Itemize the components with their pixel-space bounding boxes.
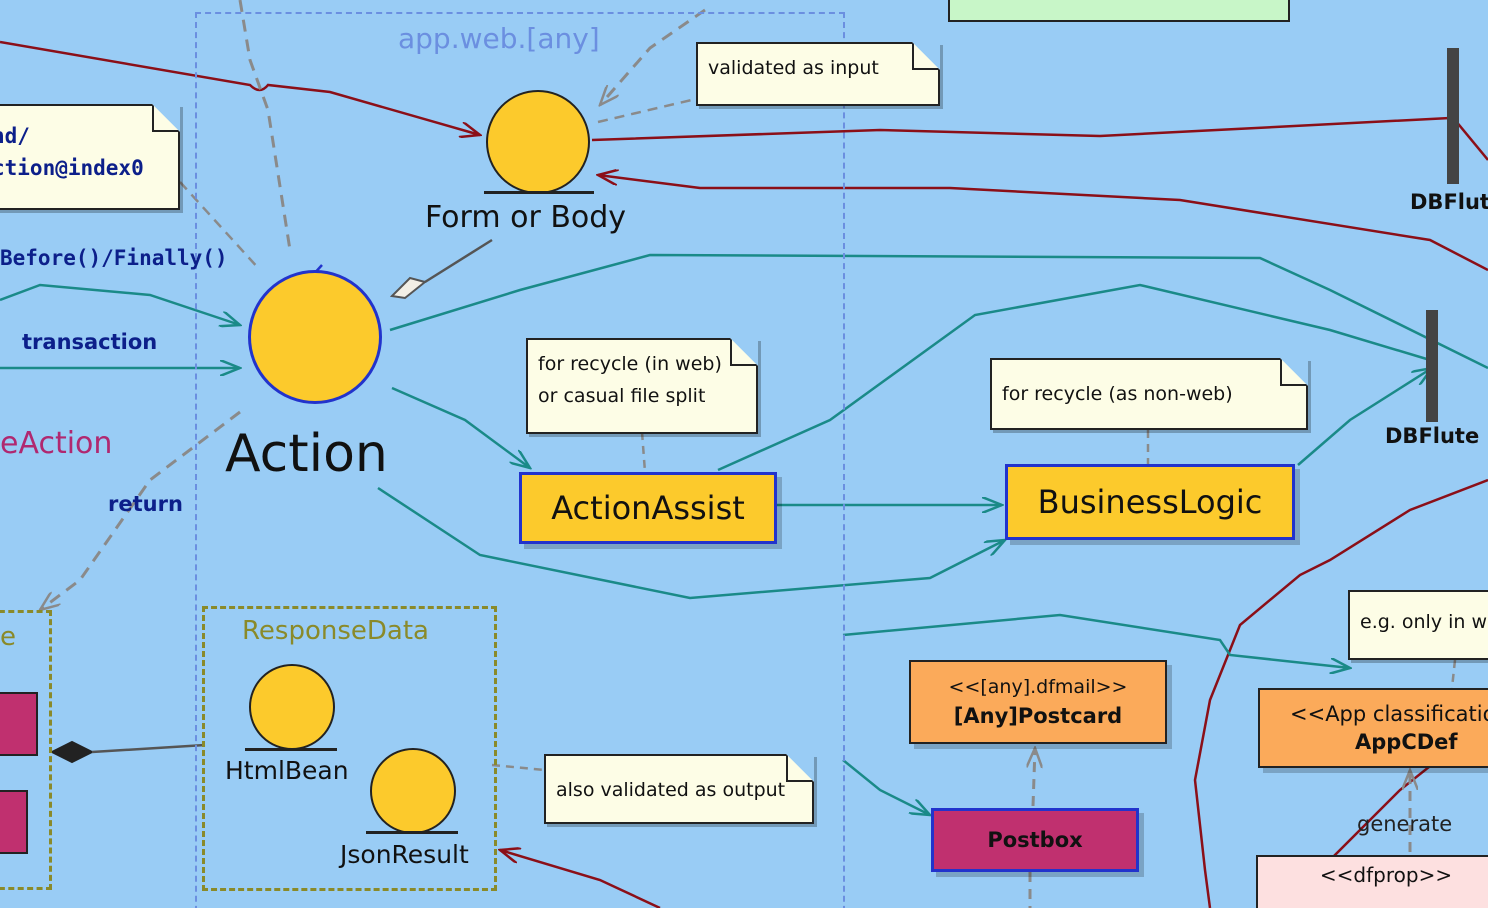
partial-action-label: eAction <box>0 426 113 461</box>
note-recycle-web: for recycle (in web) or casual file spli… <box>526 338 758 434</box>
json-result-label: JsonResult <box>340 840 469 869</box>
left-magenta-box-1 <box>0 692 38 756</box>
appcdef-box[interactable]: <<App classification AppCDef <box>1258 688 1488 768</box>
gray-dashed-top <box>238 0 292 251</box>
json-result-entity[interactable] <box>370 748 456 834</box>
note-recycle-web-line1: for recycle (in web) <box>538 353 722 375</box>
note-validated-output-text: also validated as output <box>556 779 786 801</box>
dbflute-top-label: DBFlut <box>1410 190 1488 214</box>
note-only-in-text: e.g. only in w <box>1360 611 1487 633</box>
red-edge-form-to-right <box>591 116 1451 142</box>
gray-dashed-note-json <box>491 763 546 772</box>
json-result-underline <box>366 831 458 834</box>
postbox-box[interactable]: Postbox <box>931 808 1139 872</box>
note-left-line2: ction@index0 <box>0 156 144 180</box>
postcard-stereotype: <<[any].dfmail>> <box>948 676 1128 698</box>
teal-edge-logic-to-db <box>1297 368 1432 466</box>
action-assist-box[interactable]: ActionAssist <box>519 472 777 544</box>
dfprop-box[interactable]: <<dfprop>> <box>1256 855 1488 908</box>
gray-dashed-note-form <box>597 96 701 124</box>
teal-edge-to-postbox <box>842 759 930 815</box>
red-edge-to-jsonresult <box>500 850 661 908</box>
html-bean-entity[interactable] <box>249 664 335 750</box>
appcdef-stereotype: <<App classification <box>1290 702 1488 726</box>
composition-diamond <box>49 740 95 764</box>
gray-dashed-note-assist <box>640 431 647 473</box>
html-bean-label: HtmlBean <box>225 756 349 785</box>
dfprop-stereotype: <<dfprop>> <box>1319 863 1453 887</box>
edge-label-transaction: transaction <box>22 330 158 354</box>
form-or-body-underline <box>484 191 594 194</box>
business-logic-label: BusinessLogic <box>1037 483 1263 521</box>
action-label: Action <box>225 424 388 484</box>
edge-label-before-finally: Before()/Finally() <box>0 246 228 270</box>
appcdef-label: AppCDef <box>1355 730 1458 754</box>
partial-top-box <box>948 0 1290 22</box>
red-edge-top-to-form <box>0 40 480 135</box>
gray-dashed-left-note <box>179 181 261 271</box>
note-validated-input-text: validated as input <box>708 57 879 79</box>
composition-line <box>91 743 206 754</box>
package-response-data-label: ResponseData <box>242 616 429 646</box>
package-app-web-label: app.web.[any] <box>398 22 600 55</box>
edge-label-return: return <box>108 492 183 516</box>
note-only-in: e.g. only in w <box>1348 590 1488 660</box>
postcard-label: [Any]Postcard <box>953 704 1123 728</box>
dbflute-mid-label: DBFlute <box>1385 424 1480 448</box>
note-recycle-nonweb-text: for recycle (as non-web) <box>1002 383 1233 405</box>
dbflute-bar-mid <box>1426 310 1438 422</box>
red-edge-right-to-form <box>598 175 1488 272</box>
red-edge-dbflute-down <box>1454 119 1488 161</box>
note-recycle-nonweb: for recycle (as non-web) <box>990 358 1308 430</box>
edge-label-generate: generate <box>1357 812 1453 836</box>
package-left-partial <box>0 610 52 890</box>
note-left-line1: nd/ <box>0 124 30 148</box>
package-response-data <box>202 606 497 891</box>
postbox-label: Postbox <box>987 828 1083 852</box>
teal-edge-assist-to-db <box>717 283 1431 472</box>
teal-edge-to-appcdef <box>842 613 1350 668</box>
form-or-body-entity[interactable] <box>486 90 590 194</box>
postcard-box[interactable]: <<[any].dfmail>> [Any]Postcard <box>909 660 1167 744</box>
teal-edge-action-to-db <box>389 253 1488 370</box>
red-edge-curve-right <box>1193 478 1488 908</box>
gray-dashed-appcdef-note <box>1450 659 1457 689</box>
left-magenta-box-2 <box>0 790 28 854</box>
action-control[interactable] <box>248 270 382 404</box>
package-left-partial-label: e <box>0 622 16 652</box>
package-app-web <box>195 12 845 908</box>
gray-dashed-postbox-postcard <box>1033 748 1035 807</box>
note-validated-input: validated as input <box>696 42 940 106</box>
note-left-index: nd/ ction@index0 <box>0 104 180 210</box>
aggregation-line-form-action <box>424 238 493 284</box>
business-logic-box[interactable]: BusinessLogic <box>1005 464 1295 540</box>
gray-dashed-to-form <box>600 8 706 105</box>
html-bean-underline <box>245 748 337 751</box>
note-validated-output: also validated as output <box>544 754 814 824</box>
action-assist-label: ActionAssist <box>551 489 745 527</box>
form-or-body-label: Form or Body <box>425 200 627 235</box>
dbflute-bar-top <box>1447 48 1459 184</box>
note-recycle-web-line2: or casual file split <box>538 385 706 407</box>
teal-edge-action-to-logic <box>377 486 1005 600</box>
teal-edge-action-to-assist <box>391 386 530 468</box>
